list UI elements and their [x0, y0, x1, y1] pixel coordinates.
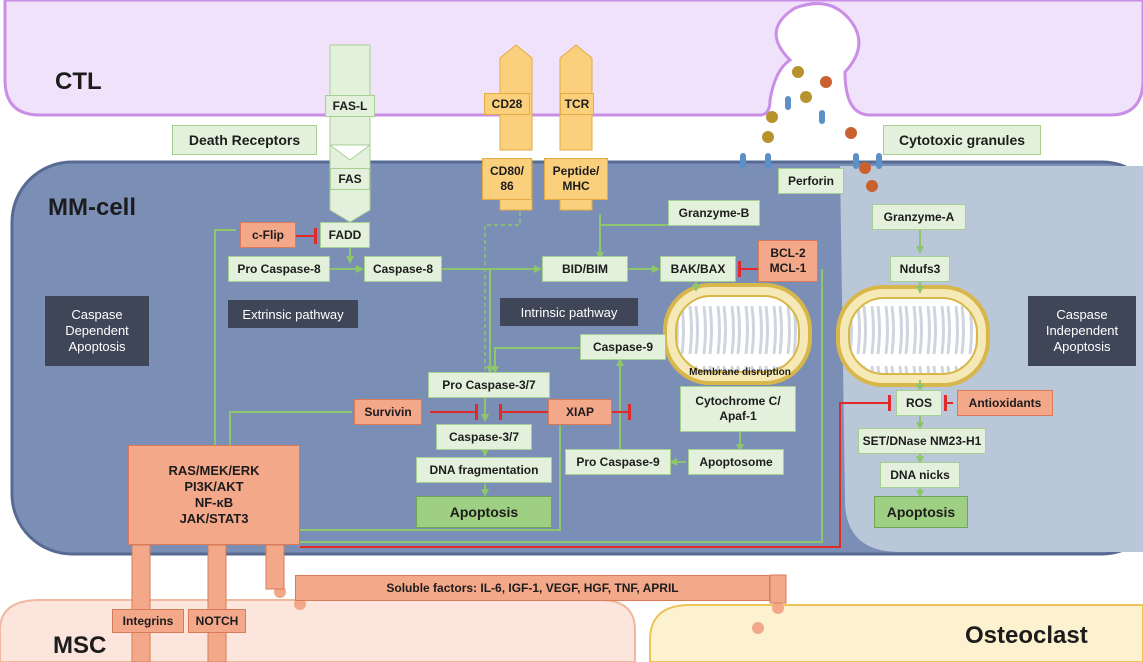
ndufs3-node: Ndufs3	[890, 256, 950, 282]
notch-label: NOTCH	[188, 609, 246, 633]
extrinsic-pathway-label: Extrinsic pathway	[228, 300, 358, 328]
osteoclast-label: Osteoclast	[965, 622, 1088, 649]
apoptosome-node: Apoptosome	[688, 449, 784, 475]
mitochondrion-icon-intrinsic	[663, 283, 812, 385]
peptide-mhc-label: Peptide/ MHC	[544, 158, 608, 200]
fas-label: FAS	[330, 168, 370, 190]
caspase-9-node: Caspase-9	[580, 334, 666, 360]
cytotoxic-granules-icon	[274, 66, 878, 634]
cytotoxic-granules-label: Cytotoxic granules	[883, 125, 1041, 155]
msc-label: MSC	[53, 632, 107, 659]
caspase-independent-label: Caspase Independent Apoptosis	[1028, 296, 1136, 366]
pro-caspase-3-7-node: Pro Caspase-3/7	[428, 372, 550, 398]
cytochrome-c-apaf1-node: Cytochrome C/ Apaf-1	[680, 386, 796, 432]
fasl-fas-receptor-icon	[329, 44, 371, 223]
integrins-label: Integrins	[112, 609, 184, 633]
perforin-pores-icon	[740, 96, 882, 169]
dna-fragmentation-node: DNA fragmentation	[416, 457, 552, 483]
inhibition-lines	[295, 228, 953, 548]
intrinsic-pathway-label: Intrinsic pathway	[500, 298, 638, 326]
fadd-node: FADD	[320, 222, 370, 248]
caspase-8-node: Caspase-8	[364, 256, 442, 282]
mitochondrion-icon-independent	[836, 285, 990, 387]
activation-arrows	[214, 214, 924, 543]
granzyme-b-node: Granzyme-B	[668, 200, 760, 226]
c-flip-node: c-Flip	[240, 222, 296, 248]
caspase-dependent-label: Caspase Dependent Apoptosis	[45, 296, 149, 366]
perforin-label: Perforin	[778, 168, 844, 194]
apoptosis-left-node: Apoptosis	[416, 496, 552, 528]
tcr-label: TCR	[560, 93, 594, 115]
cd80-86-label: CD80/ 86	[482, 158, 532, 200]
bcl2-mcl1-node: BCL-2 MCL-1	[758, 240, 818, 282]
xiap-node: XIAP	[548, 399, 612, 425]
granzyme-a-node: Granzyme-A	[872, 204, 966, 230]
pro-caspase-8-node: Pro Caspase-8	[228, 256, 330, 282]
ctl-label: CTL	[55, 68, 102, 95]
bid-bim-node: BID/BIM	[542, 256, 628, 282]
signaling-pathways-node: RAS/MEK/ERK PI3K/AKT NF-κB JAK/STAT3	[128, 445, 300, 545]
dna-nicks-node: DNA nicks	[880, 462, 960, 488]
soluble-factors-node: Soluble factors: IL-6, IGF-1, VEGF, HGF,…	[295, 575, 770, 601]
bak-bax-node: BAK/BAX	[660, 256, 736, 282]
pro-caspase-9-node: Pro Caspase-9	[565, 449, 671, 475]
antioxidants-node: Antioxidants	[957, 390, 1053, 416]
apoptosis-right-node: Apoptosis	[874, 496, 968, 528]
osteoclast-cell	[649, 604, 1143, 662]
caspase-3-7-node: Caspase-3/7	[436, 424, 532, 450]
ros-node: ROS	[896, 390, 942, 416]
death-receptors-label: Death Receptors	[172, 125, 317, 155]
set-dnase-node: SET/DNase NM23-H1	[858, 428, 986, 454]
cd28-label: CD28	[484, 93, 530, 115]
membrane-disruption-label: Membrane disruption	[689, 366, 791, 378]
fasl-label: FAS-L	[325, 95, 375, 117]
survivin-node: Survivin	[354, 399, 422, 425]
mm-cell-label: MM-cell	[48, 194, 137, 221]
dashed-costimulation-arrow	[484, 212, 521, 372]
